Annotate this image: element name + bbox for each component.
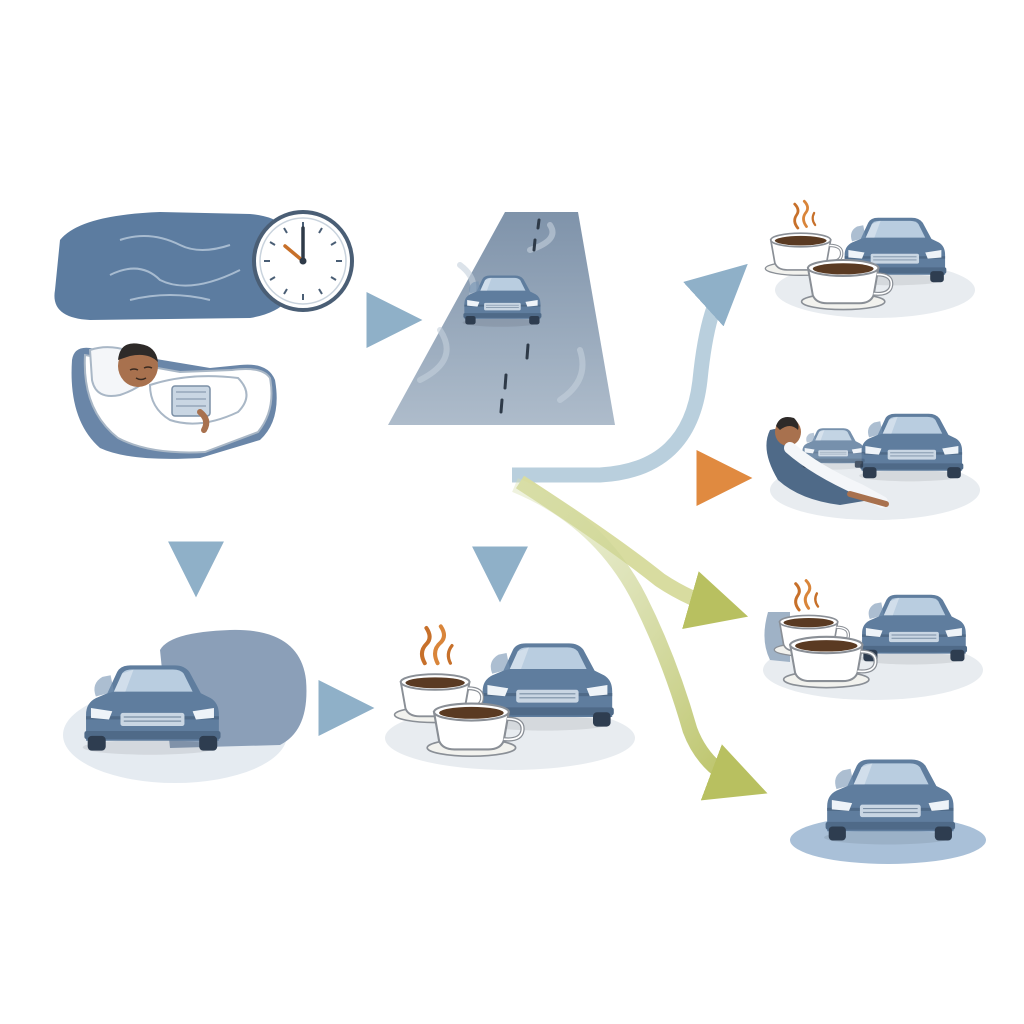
reclining-person (766, 417, 889, 508)
clock-icon (252, 210, 354, 312)
node-car-alone (790, 758, 986, 864)
car (859, 594, 968, 665)
node-sleep (54, 210, 354, 459)
car (858, 413, 964, 482)
node-parked-car (63, 629, 307, 783)
node-coffee-and-car-top (763, 198, 975, 318)
node-nap-in-car (766, 413, 980, 520)
arrow-highway-to-car-alone (512, 478, 768, 801)
arrows (168, 263, 768, 801)
arrow-highway-to-coffee-top (512, 263, 748, 483)
car (823, 758, 956, 846)
sky-swirl-lines (109, 235, 241, 301)
moon-blob (54, 212, 300, 320)
node-highway (388, 212, 615, 425)
node-coffee-break-center (385, 626, 635, 770)
node-coffee-and-car-middle (763, 577, 983, 700)
sleeping-person (71, 343, 277, 459)
